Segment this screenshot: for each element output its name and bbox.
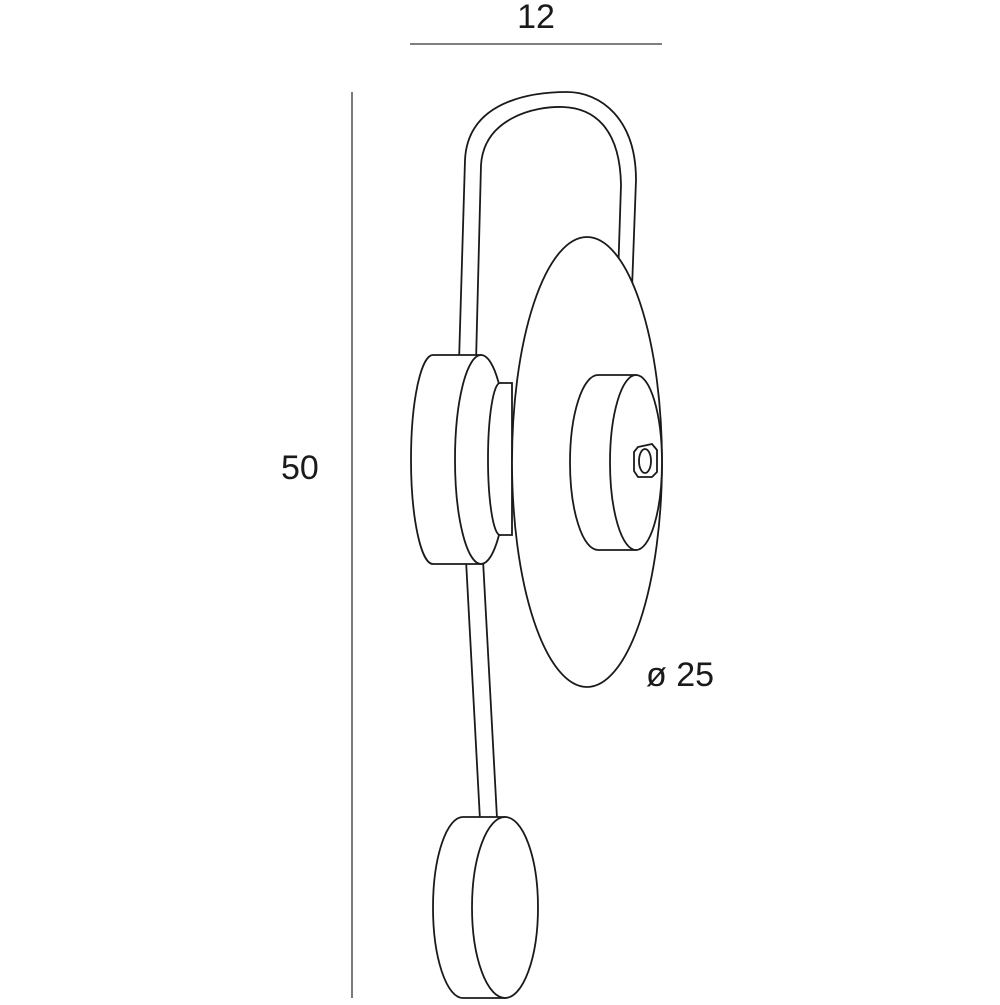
height-dimension-label: 50 — [281, 449, 319, 487]
diameter-dimension-label: ø 25 — [646, 658, 714, 692]
arch-frame-inner — [475, 106, 622, 371]
diameter-symbol: ø — [646, 656, 667, 694]
width-dimension-label: 12 — [517, 0, 555, 36]
diameter-value: 25 — [676, 656, 715, 694]
stem-rod-right — [482, 559, 498, 819]
wall-mount-puck — [410, 354, 513, 565]
front-lamp-puck — [569, 374, 663, 551]
arch-frame-outer — [458, 91, 637, 371]
stem-rod-left — [465, 559, 481, 821]
bottom-counterweight-puck — [432, 816, 539, 999]
